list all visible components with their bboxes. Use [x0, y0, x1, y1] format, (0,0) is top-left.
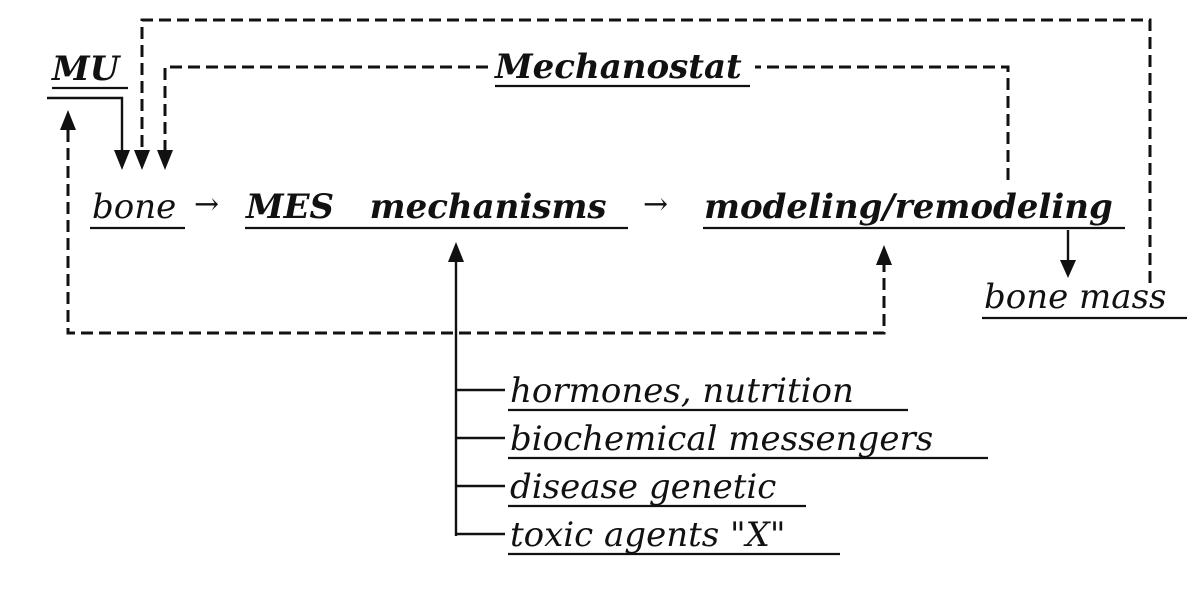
mechanostat-feedback-loop-left	[163, 65, 488, 155]
mechanostat-loop-arrowhead	[157, 150, 173, 170]
arrow-glyph-1: →	[194, 187, 219, 222]
factor-label-3: disease genetic	[510, 467, 776, 507]
bone-mass-arrowhead	[1060, 260, 1076, 278]
outer-feedback-loop	[140, 18, 1152, 283]
outer-loop-arrowhead	[134, 150, 150, 170]
bone-mass-label: bone mass	[984, 277, 1166, 317]
factors-trunk-arrowhead	[448, 242, 464, 262]
mechanostat-feedback-loop	[755, 65, 1010, 180]
bone-label: bone	[92, 187, 176, 227]
mu-input-line	[47, 96, 124, 155]
bottom-feedback-loop	[66, 130, 886, 335]
modeling-remodeling-label: modeling/remodeling	[704, 187, 1113, 227]
mechanostat-label: Mechanostat	[494, 47, 742, 87]
factor-label-1: hormones, nutrition	[510, 371, 854, 411]
arrow-glyph-2: →	[643, 187, 668, 222]
mu-label: MU	[51, 49, 122, 89]
mes-mechanisms-label: MES mechanisms	[245, 187, 607, 227]
left-loop-arrowhead-up	[60, 110, 76, 130]
factor-label-2: biochemical messengers	[510, 419, 933, 459]
factor-label-4: toxic agents "X"	[510, 515, 786, 555]
mu-input-arrowhead	[114, 150, 130, 170]
bottom-loop-arrowhead-up	[876, 245, 892, 265]
